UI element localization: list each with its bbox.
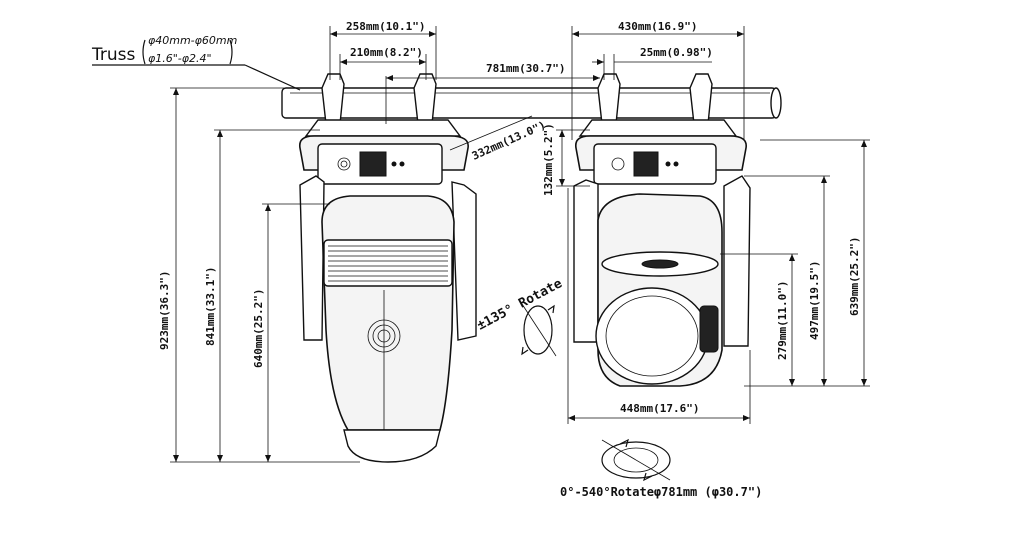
tilt-rotation-callout: ±135° Rotate: [475, 276, 565, 357]
side-view-fixture: [573, 73, 751, 387]
truss-label: Truss φ40mm-φ60mm φ1.6"-φ2.4": [91, 34, 301, 91]
dim-head-width-label: 448mm(17.6"): [620, 402, 699, 415]
dim-head-height-side: 639mm(25.2"): [760, 139, 870, 387]
dim-base-height: 132mm(5.2"): [542, 123, 590, 196]
dim-swing-diameter-label: 781mm(30.7"): [486, 62, 565, 75]
pan-rotation-callout: 0°-540°Rotateφ781mm (φ30.7"): [560, 438, 762, 499]
dim-total-height: 923mm(36.3"): [158, 87, 360, 463]
dim-head-height-side-label: 639mm(25.2"): [848, 237, 861, 316]
dim-yoke-height: 497mm(19.5"): [744, 175, 830, 387]
dim-side-clamp: 25mm(0.98"): [592, 46, 713, 80]
dim-lens-height: 279mm(11.0"): [720, 253, 798, 387]
dim-clamp-outer: 258mm(10.1"): [329, 20, 437, 80]
pan-rotation-label: 0°-540°Rotateφ781mm (φ30.7"): [560, 485, 762, 499]
dim-lens-height-label: 279mm(11.0"): [776, 281, 789, 360]
dim-head-width: 448mm(17.6"): [567, 188, 751, 424]
truss-diameter-mm: φ40mm-φ60mm: [148, 34, 237, 47]
front-grille-lines: [328, 245, 448, 282]
truss-pipe: [281, 87, 782, 119]
dim-yoke-height-label: 497mm(19.5"): [808, 261, 821, 340]
dim-clamp-outer-label: 258mm(10.1"): [346, 20, 425, 33]
truss-text: Truss: [91, 45, 136, 65]
dim-head-height-front-label: 640mm(25.2"): [252, 289, 265, 368]
dim-side-width: 430mm(16.9"): [571, 20, 745, 140]
front-view-fixture: [298, 73, 477, 463]
dim-swing-diameter: 781mm(30.7"): [385, 62, 600, 124]
dim-height-below-truss: 841mm(33.1"): [204, 129, 320, 462]
dim-side-clamp-label: 25mm(0.98"): [640, 46, 713, 59]
dim-clamp-inner-label: 210mm(8.2"): [350, 46, 423, 59]
dim-clamp-inner: 210mm(8.2"): [339, 46, 427, 80]
dim-total-height-label: 923mm(36.3"): [158, 271, 171, 350]
dim-base-height-label: 132mm(5.2"): [542, 123, 555, 196]
truss-diameter-in: φ1.6"-φ2.4": [148, 52, 212, 65]
dim-side-width-label: 430mm(16.9"): [618, 20, 697, 33]
dim-head-height-front: 640mm(25.2"): [252, 203, 330, 462]
dim-height-below-truss-label: 841mm(33.1"): [204, 267, 217, 346]
